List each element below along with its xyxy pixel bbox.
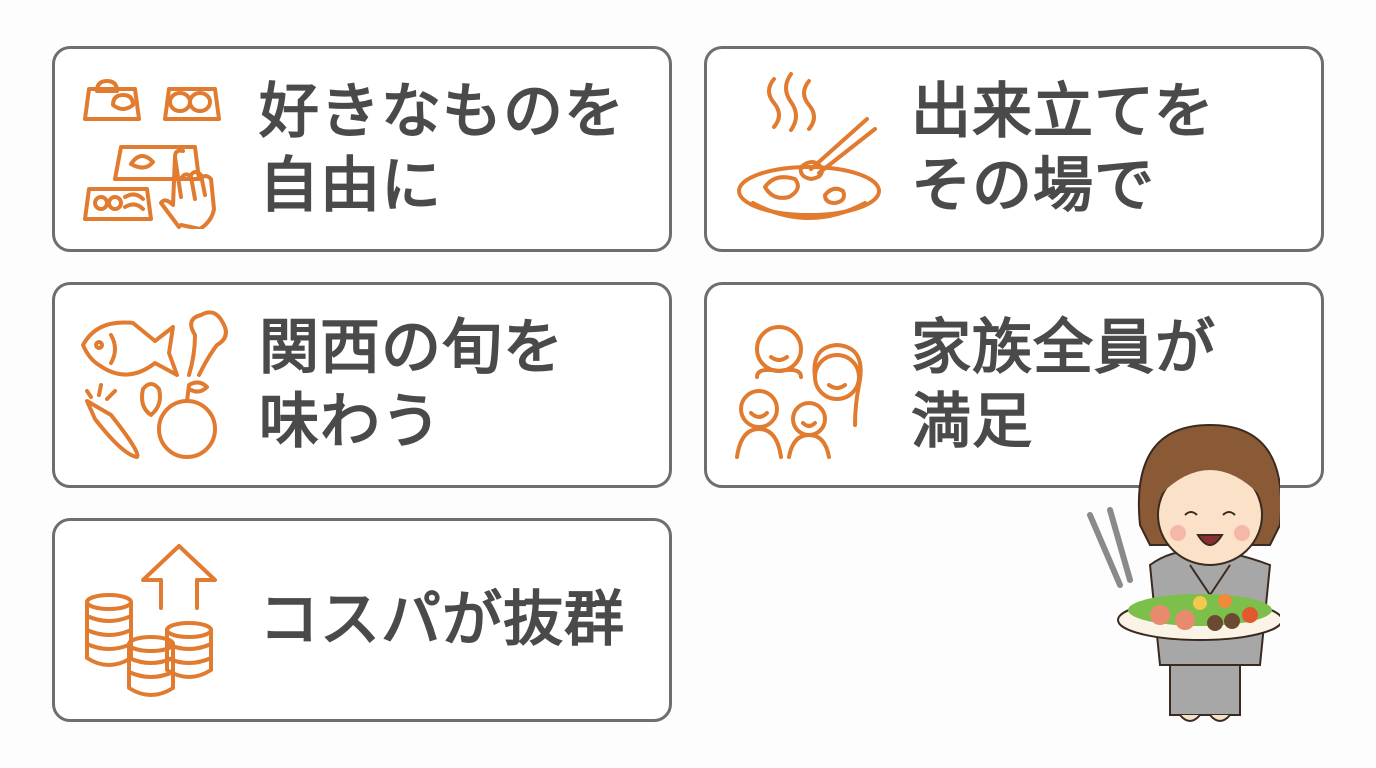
steaming-plate-chopsticks-icon [737,72,881,220]
card-label: 関西の旬を 味わう [259,313,564,457]
card-label: 好きなものを 自由に [259,77,625,221]
card-label: コスパが抜群 [259,585,625,655]
girl-holding-food-platter-illustration [1087,423,1280,722]
card-free-choice: 好きなものを 自由に [52,46,672,252]
card-freshly-cooked: 出来立てを その場で [704,46,1324,252]
card-label: 家族全員が 満足 [911,313,1216,457]
fish-vegetables-fruit-icon [81,310,228,459]
food-tray-pointing-hand-icon [83,79,221,229]
coins-arrow-up-icon [85,544,217,697]
card-label: 出来立てを その場で [911,77,1215,221]
family-icon [735,325,863,459]
card-cost-performance: コスパが抜群 [52,518,672,722]
card-kansai-seasonal: 関西の旬を 味わう [52,282,672,488]
